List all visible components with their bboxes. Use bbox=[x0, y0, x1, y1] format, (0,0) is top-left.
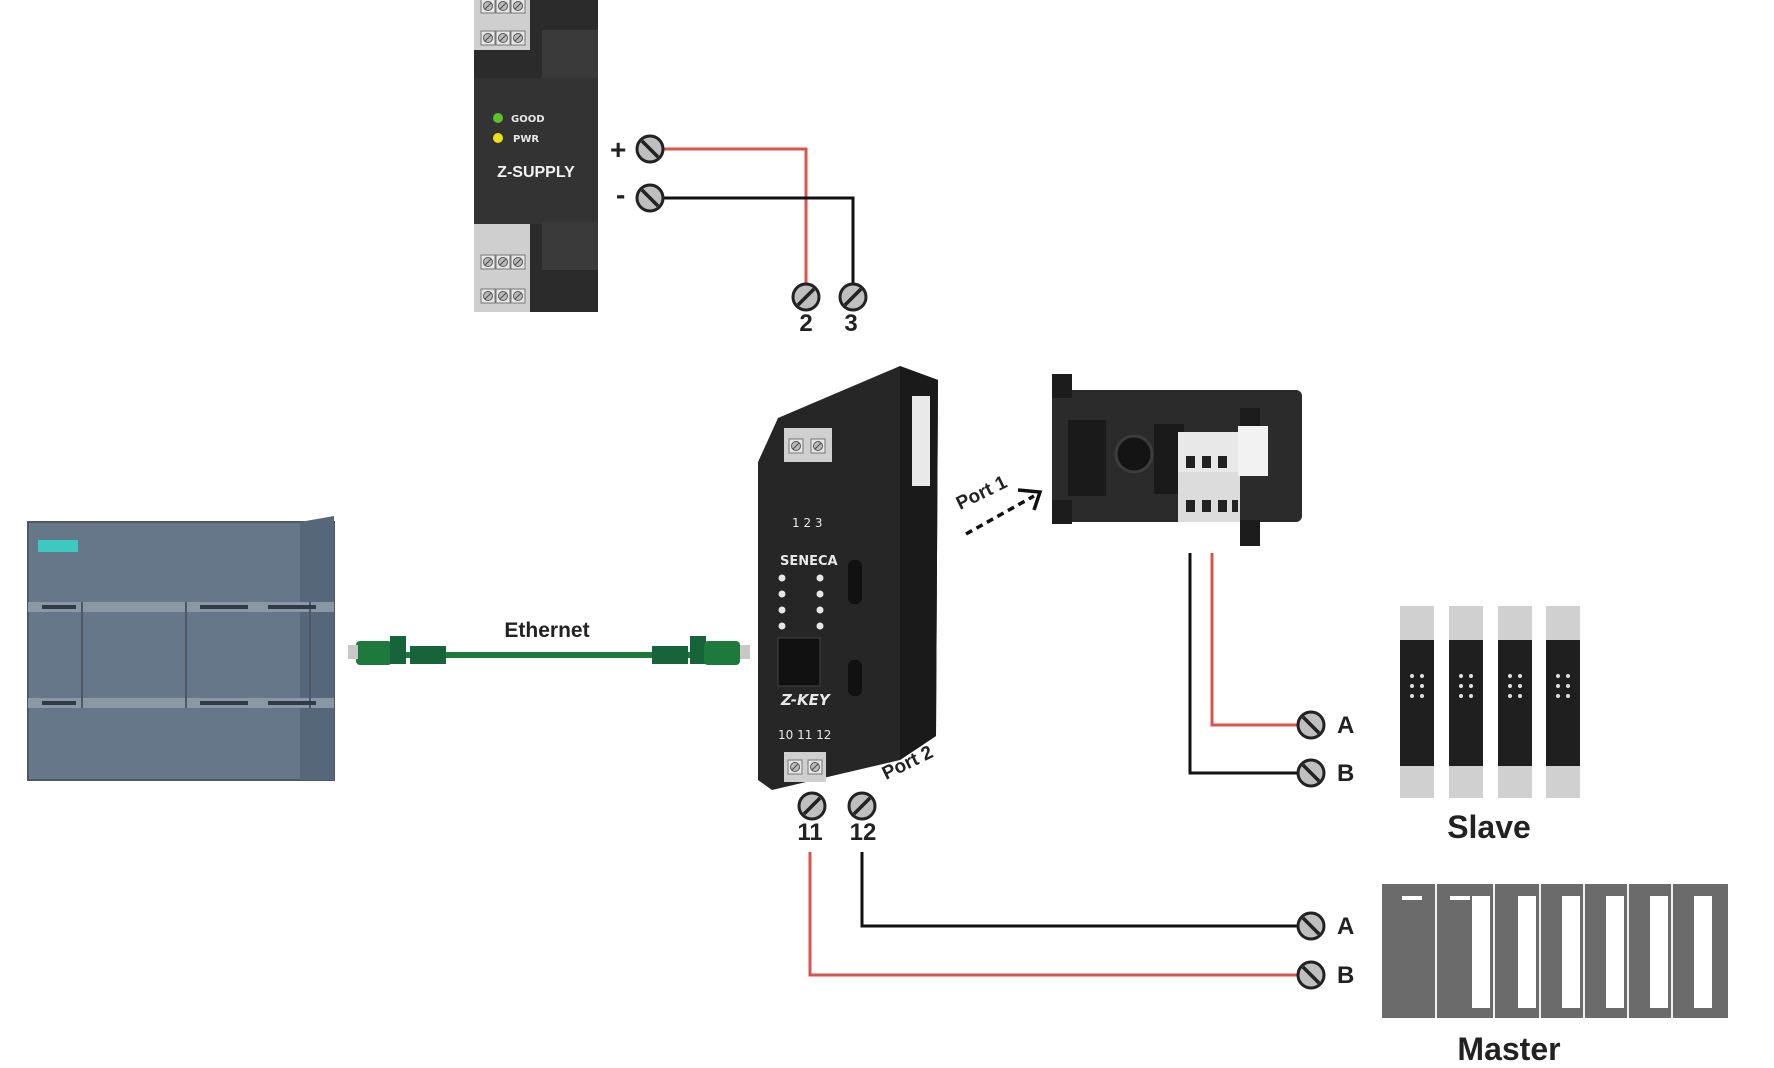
port1-arrow bbox=[965, 494, 1035, 536]
master-a-label: A bbox=[1337, 913, 1354, 940]
slave-module bbox=[1449, 606, 1483, 798]
good-indicator-label: GOOD bbox=[511, 114, 545, 125]
slave-a-label: A bbox=[1337, 712, 1354, 739]
slave-label: Slave bbox=[1447, 809, 1531, 845]
slave-a-screw-icon bbox=[1296, 710, 1326, 740]
master-b-label: B bbox=[1337, 962, 1354, 989]
slave-module bbox=[1400, 606, 1434, 798]
plc-status-strip bbox=[38, 540, 78, 552]
slave-module bbox=[1546, 606, 1580, 798]
minus-symbol: - bbox=[616, 179, 625, 210]
zkey-name: Z-KEY bbox=[780, 691, 832, 709]
slave-b-label: B bbox=[1337, 760, 1354, 787]
slave-b-wire bbox=[1188, 553, 1311, 775]
pwr-led-icon bbox=[493, 133, 503, 143]
supply-name: Z-SUPPLY bbox=[497, 164, 575, 181]
zkey-top-terminals: 1 2 3 bbox=[792, 516, 823, 530]
master-b-screw-icon bbox=[1296, 960, 1326, 990]
terminal-11-screw-icon bbox=[797, 791, 827, 821]
pwr-indicator-label: PWR bbox=[513, 134, 539, 145]
ethernet-cable bbox=[348, 636, 750, 665]
ethernet-label: Ethernet bbox=[504, 619, 589, 642]
slave-module bbox=[1498, 606, 1532, 798]
z-key-device: 1 2 3 SENECA Z-KEY 10 11 12 bbox=[758, 366, 938, 790]
supply-plus-wire bbox=[650, 147, 808, 288]
master-a-wire bbox=[860, 852, 1311, 928]
master-b-wire bbox=[808, 852, 1311, 977]
plus-symbol: + bbox=[610, 134, 626, 165]
master-rack bbox=[1382, 884, 1728, 1018]
zkey-brand: SENECA bbox=[780, 554, 838, 569]
z-supply-module: GOOD PWR Z-SUPPLY bbox=[474, 0, 598, 312]
supply-minus-screw-icon bbox=[635, 183, 665, 213]
master-a-screw-icon bbox=[1296, 911, 1326, 941]
bus-connector bbox=[1052, 374, 1302, 546]
terminal-2-label: 2 bbox=[799, 310, 812, 337]
terminal-3-label: 3 bbox=[844, 310, 857, 337]
master-label: Master bbox=[1457, 1031, 1560, 1067]
port1-label: Port 1 bbox=[953, 472, 1011, 515]
terminal-12-screw-icon bbox=[847, 791, 877, 821]
plc-device bbox=[27, 516, 335, 781]
terminal-12-label: 12 bbox=[850, 819, 877, 846]
good-led-icon bbox=[493, 113, 503, 123]
terminal-11-label: 11 bbox=[797, 819, 822, 846]
supply-plus-screw-icon bbox=[635, 134, 665, 164]
terminal-3-screw-icon bbox=[838, 282, 868, 312]
slave-modules bbox=[1400, 606, 1580, 798]
supply-minus-wire bbox=[650, 196, 855, 288]
slave-a-wire bbox=[1210, 553, 1311, 727]
slave-b-screw-icon bbox=[1296, 758, 1326, 788]
zkey-bottom-terminals: 10 11 12 bbox=[778, 728, 831, 742]
terminal-2-screw-icon bbox=[791, 282, 821, 312]
port1-arrowhead-icon bbox=[1017, 488, 1043, 511]
